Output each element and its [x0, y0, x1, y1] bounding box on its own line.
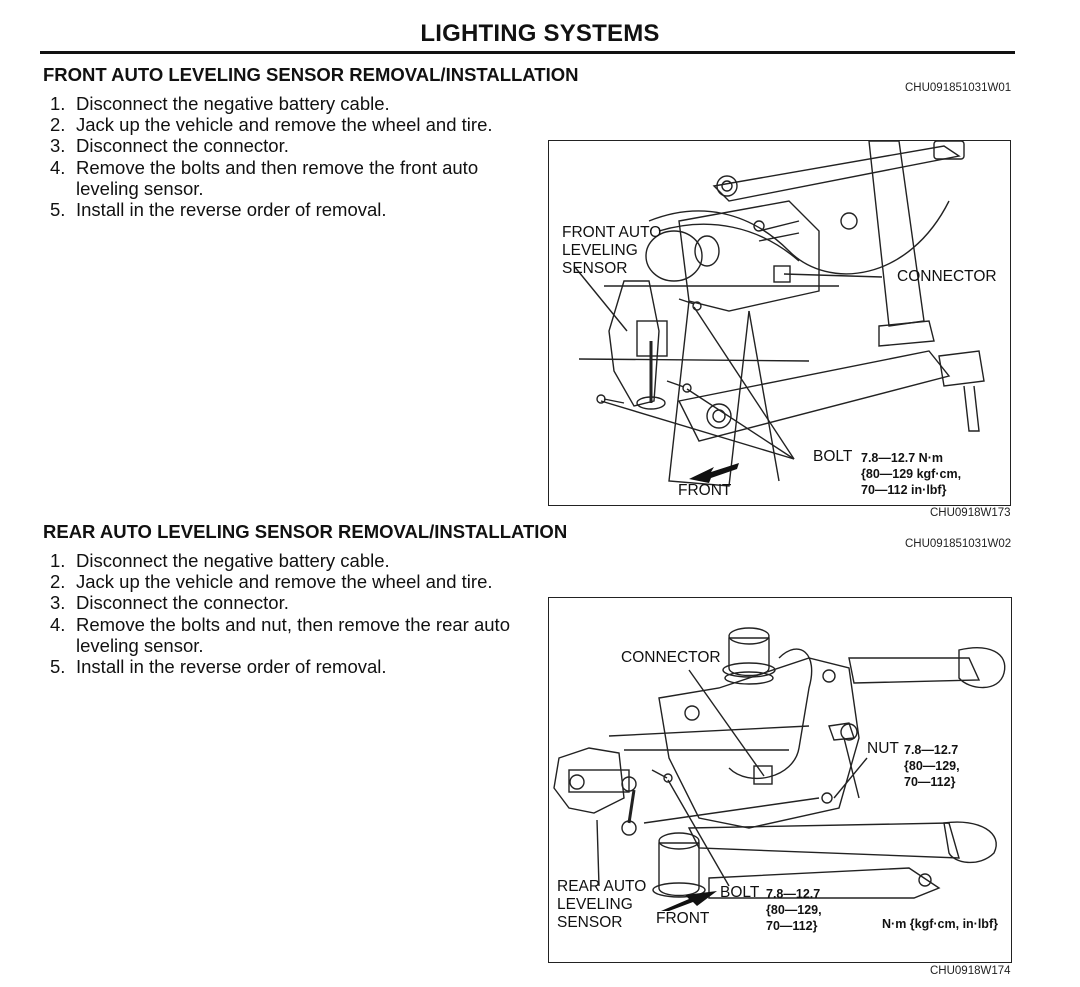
list-item: 4.Remove the bolts and nut, then remove …: [50, 613, 510, 656]
rear-section-code: CHU091851031W02: [905, 538, 1012, 550]
list-item: 1.Disconnect the negative battery cable.: [50, 550, 390, 571]
rear-nut-label: NUT: [867, 740, 899, 757]
list-item: 5.Install in the reverse order of remova…: [50, 656, 387, 678]
rear-suspension-illustration: [553, 627, 1006, 911]
front-direction-label: FRONT: [678, 482, 732, 499]
rear-direction-arrow-icon: [661, 891, 717, 911]
rear-bolt-torque: 7.8—12.7 {80—129, 70—112}: [766, 887, 822, 933]
front-suspension-illustration: [573, 141, 985, 487]
front-connector-label: CONNECTOR: [897, 268, 997, 285]
list-item: 5.Install in the reverse order of remova…: [50, 199, 387, 221]
front-steps-list: 1.Disconnect the negative battery cable.…: [50, 93, 506, 220]
rear-sensor-label-2: LEVELING: [557, 896, 633, 913]
rear-section-title: REAR AUTO LEVELING SENSOR REMOVAL/INSTAL…: [43, 521, 568, 542]
rear-bolt-label: BOLT: [720, 884, 760, 901]
list-item: 3.Disconnect the connector.: [50, 592, 289, 614]
front-bolt-label: BOLT: [813, 448, 853, 465]
rear-connector-label: CONNECTOR: [621, 649, 721, 666]
title-rule: [40, 51, 1015, 54]
front-sensor-label-2: LEVELING: [562, 242, 638, 259]
front-section-title: FRONT AUTO LEVELING SENSOR REMOVAL/INSTA…: [43, 64, 579, 85]
front-sensor-label-3: SENSOR: [562, 260, 628, 277]
rear-nut-torque: 7.8—12.7 {80—129, 70—112}: [904, 743, 960, 789]
rear-direction-label: FRONT: [656, 910, 710, 927]
front-sensor-figure: FRONT AUTO LEVELING SENSOR CONNECTOR BOL…: [548, 140, 1011, 506]
list-item: 4.Remove the bolts and then remove the f…: [50, 156, 479, 199]
page-title: LIGHTING SYSTEMS: [420, 20, 660, 47]
rear-sensor-label-1: REAR AUTO: [557, 878, 647, 895]
rear-sensor-label-3: SENSOR: [557, 914, 623, 931]
rear-sensor-figure: CONNECTOR NUT 7.8—12.7 {80—129, 70—112} …: [548, 597, 1012, 963]
list-item: 3.Disconnect the connector.: [50, 135, 289, 157]
front-sensor-label-1: FRONT AUTO: [562, 224, 662, 241]
list-item: 1.Disconnect the negative battery cable.: [50, 93, 390, 114]
rear-steps-list: 1.Disconnect the negative battery cable.…: [50, 550, 521, 677]
rear-figure-code: CHU0918W174: [930, 965, 1011, 977]
front-section-code: CHU091851031W01: [905, 82, 1012, 94]
front-figure-code: CHU0918W173: [930, 507, 1011, 519]
front-direction-arrow-icon: [689, 463, 739, 483]
list-item: 2.Jack up the vehicle and remove the whe…: [50, 571, 493, 593]
list-item: 2.Jack up the vehicle and remove the whe…: [50, 114, 493, 136]
torque-units-legend: N·m {kgf·cm, in·lbf}: [882, 917, 998, 931]
front-bolt-torque: 7.8—12.7 N·m {80—129 kgf·cm, 70—112 in·l…: [861, 451, 962, 497]
